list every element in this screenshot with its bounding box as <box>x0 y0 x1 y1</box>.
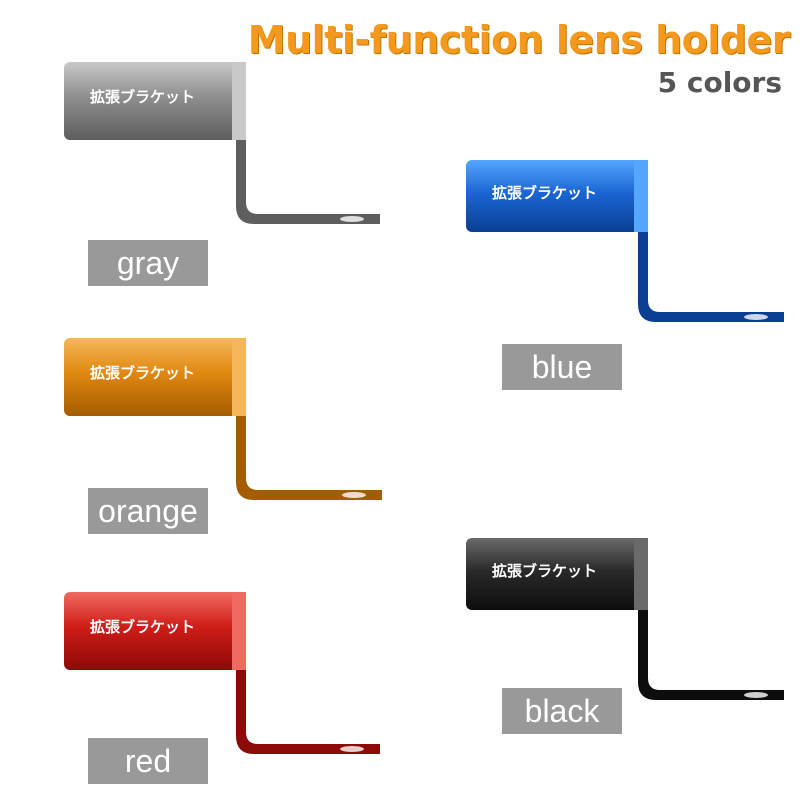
label-black: black <box>502 688 622 734</box>
bracket-red-icon: 拡張ブラケット <box>64 592 380 754</box>
holder-orange: 拡張ブラケット <box>64 338 394 508</box>
label-blue: blue <box>502 344 622 390</box>
bracket-orange-icon: 拡張ブラケット <box>64 338 382 500</box>
engraving-text: 拡張ブラケット <box>90 618 195 636</box>
engraving-text: 拡張ブラケット <box>90 88 195 106</box>
engraving-text: 拡張ブラケット <box>90 364 195 382</box>
label-gray: gray <box>88 240 208 286</box>
engraving-text: 拡張ブラケット <box>492 184 597 202</box>
bracket-blue-icon: 拡張ブラケット <box>466 160 784 322</box>
label-orange: orange <box>88 488 208 534</box>
holder-red: 拡張ブラケット <box>64 592 394 762</box>
holder-gray: 拡張ブラケット <box>64 62 394 232</box>
label-red: red <box>88 738 208 784</box>
bracket-black-icon: 拡張ブラケット <box>466 538 784 700</box>
bracket-gray-icon: 拡張ブラケット <box>64 62 380 224</box>
engraving-text: 拡張ブラケット <box>492 562 597 580</box>
product-title: Multi-function lens holder <box>247 18 791 62</box>
holder-blue: 拡張ブラケット <box>466 160 796 330</box>
holder-black: 拡張ブラケット <box>466 538 796 708</box>
color-count-subtitle: 5 colors <box>657 66 782 99</box>
